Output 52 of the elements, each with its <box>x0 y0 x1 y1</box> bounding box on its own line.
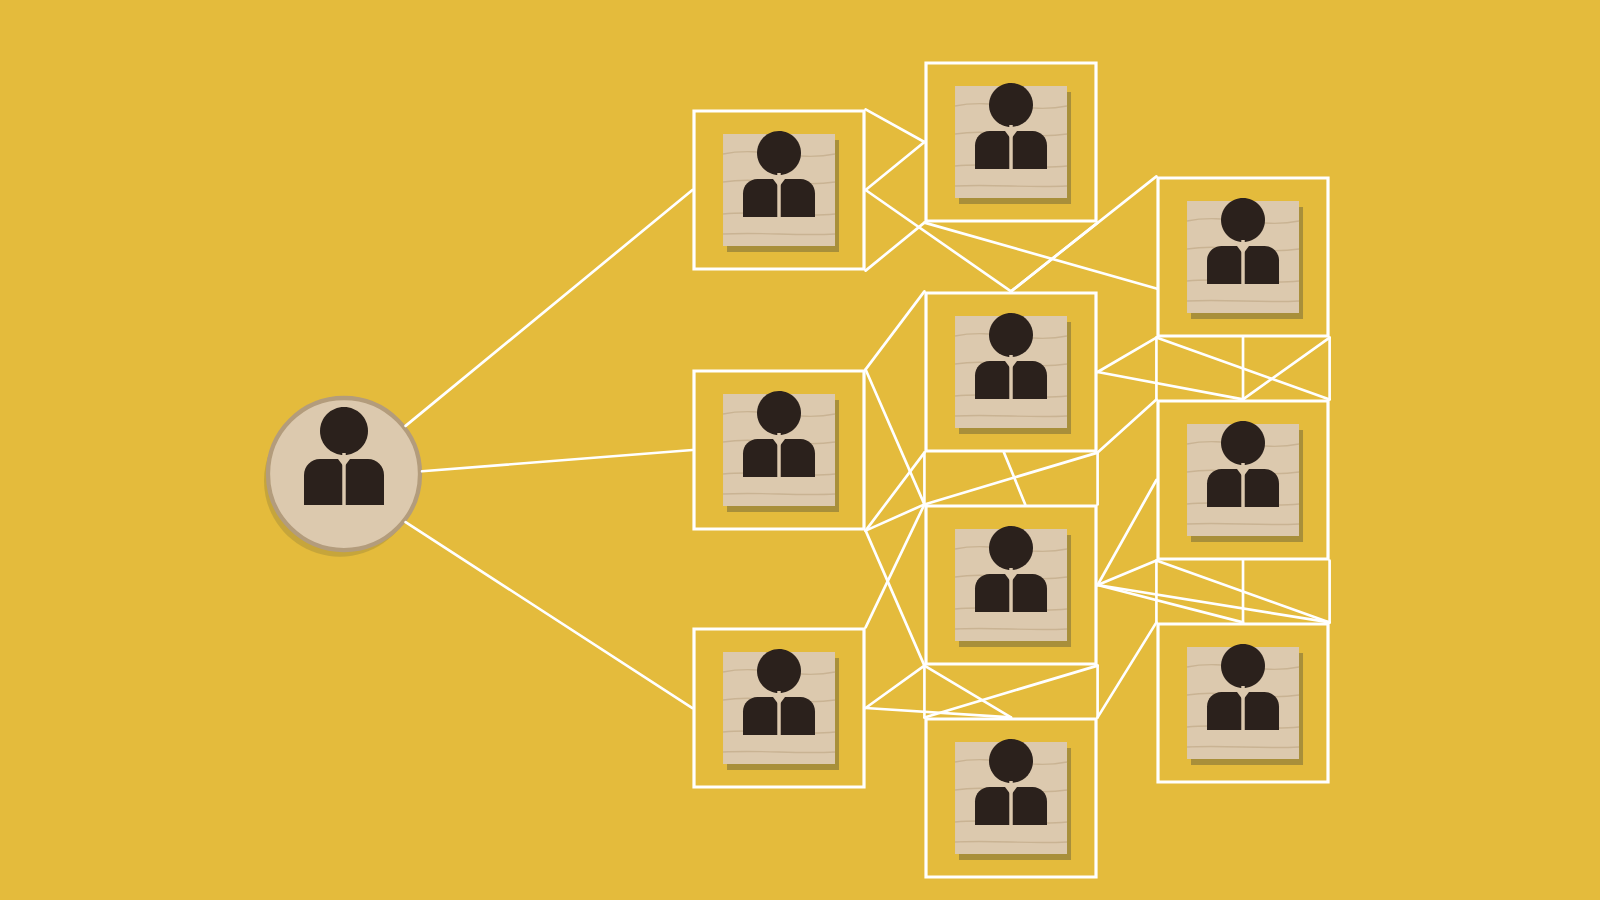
connector-line <box>404 188 694 428</box>
connector-line <box>1096 370 1245 401</box>
connector-line <box>923 451 1099 506</box>
connector-line <box>923 664 1099 719</box>
connector-line <box>864 451 926 532</box>
connector-line <box>864 706 1013 719</box>
frame-box <box>924 61 1098 223</box>
connector-line <box>864 503 926 629</box>
connector-line <box>1155 559 1331 624</box>
frame-box <box>1156 176 1330 338</box>
connector-line <box>923 664 926 719</box>
connector-line <box>864 188 1013 293</box>
connector-line <box>1328 336 1331 401</box>
connector-line <box>1241 559 1245 624</box>
connector-line <box>1096 336 1158 374</box>
frame-box <box>1156 622 1330 784</box>
connector-line <box>864 368 926 506</box>
connector-line <box>1241 336 1245 401</box>
connector-line <box>864 290 926 371</box>
connector-line <box>1241 336 1331 401</box>
connector-line <box>864 140 926 192</box>
connector-line <box>1155 336 1158 401</box>
frame-box <box>924 504 1098 666</box>
connector-line <box>923 451 926 506</box>
connector-line <box>864 529 926 667</box>
frame-box <box>1156 399 1330 561</box>
frame-box <box>692 369 866 531</box>
connector-line <box>1096 583 1331 624</box>
connector-line <box>1096 583 1245 624</box>
connector-line <box>1096 559 1158 587</box>
connector-line <box>1096 621 1158 719</box>
connector-line <box>864 503 926 532</box>
frame-box <box>924 717 1098 879</box>
connector-line <box>1009 175 1158 293</box>
connector-line <box>404 520 694 710</box>
connector-line <box>923 664 1013 719</box>
connector-line <box>1155 559 1158 624</box>
connector-line <box>1096 451 1099 506</box>
connector-line <box>864 221 926 272</box>
frame-box <box>924 291 1098 453</box>
connector-line <box>1096 664 1099 719</box>
connector-line <box>1155 336 1331 401</box>
frame-box <box>692 109 866 271</box>
connector-line <box>1002 451 1027 506</box>
connector-line <box>1328 559 1331 624</box>
connector-line <box>864 108 926 144</box>
frame-box <box>692 627 866 789</box>
connector-line <box>420 448 694 473</box>
connector-line <box>1096 398 1158 454</box>
connector-line <box>1096 478 1158 587</box>
connector-line <box>923 221 1158 290</box>
connector-line <box>864 664 926 710</box>
